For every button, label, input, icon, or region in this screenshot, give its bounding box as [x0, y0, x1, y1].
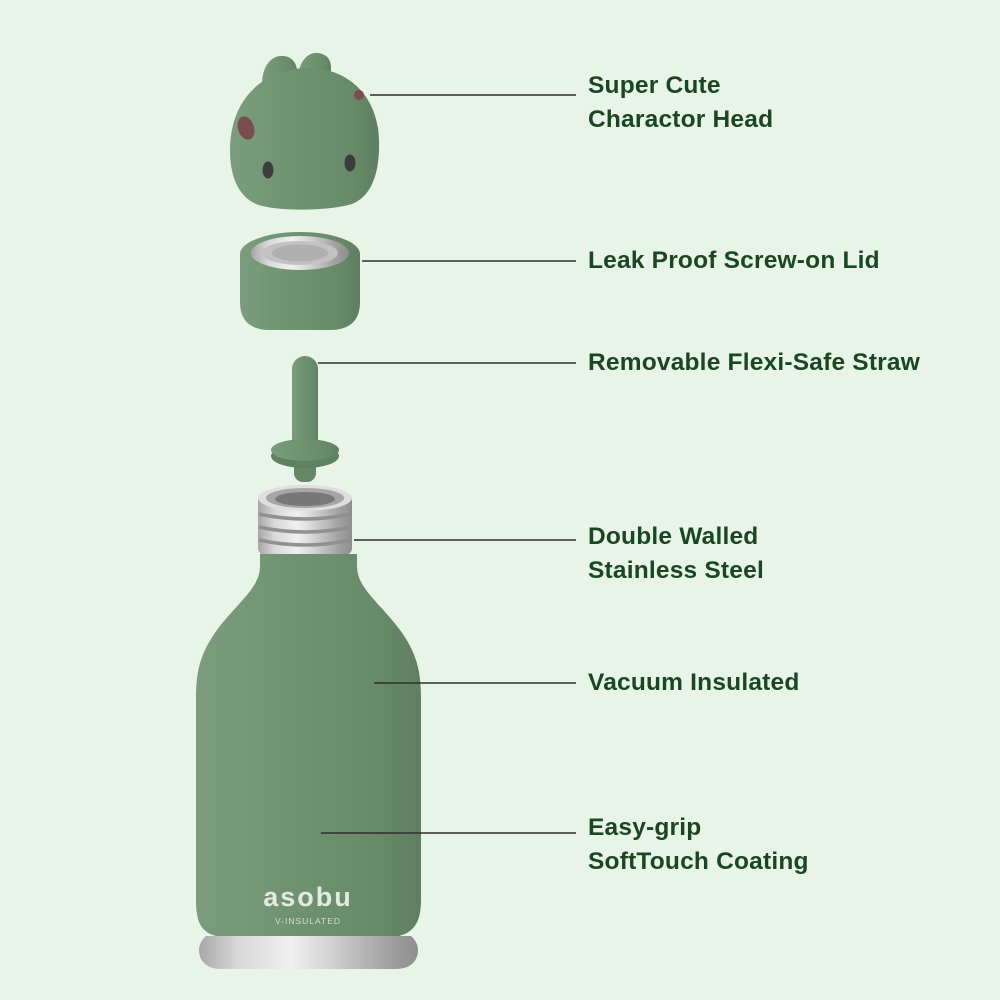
callout-line: SoftTouch Coating: [588, 848, 809, 875]
bottle-body: asobu V-INSULATED: [196, 554, 421, 969]
callout-line: Super Cute: [588, 72, 721, 99]
callout-line: Easy-grip: [588, 814, 702, 841]
callout-easy-grip: Easy-grip SoftTouch Coating: [588, 811, 809, 879]
dino-head-cap: [230, 52, 380, 210]
bottle-neck-threads: [258, 485, 352, 560]
callout-line: Charactor Head: [588, 106, 774, 133]
callout-straw: Removable Flexi-Safe Straw: [588, 346, 920, 380]
thread-ridge-2: [258, 525, 352, 534]
thread-ridge-1: [258, 512, 352, 521]
leader-lines: [318, 94, 576, 834]
callout-line: Vacuum Insulated: [588, 669, 800, 696]
thread-ridge-3: [258, 538, 352, 547]
bottle-body-shape: [196, 554, 421, 936]
bottle-steel-base: [199, 936, 418, 969]
callout-line: Removable Flexi-Safe Straw: [588, 349, 920, 376]
straw-flange-top: [271, 439, 339, 461]
dino-head-shape: [230, 67, 380, 210]
callout-vacuum-insulated: Vacuum Insulated: [588, 666, 800, 700]
flexi-straw: [271, 356, 339, 482]
brand-logo: asobu: [263, 882, 353, 912]
screw-on-lid: [240, 232, 360, 330]
callout-line: Stainless Steel: [588, 557, 764, 584]
callout-line: Leak Proof Screw-on Lid: [588, 247, 880, 274]
dino-eye-right: [344, 154, 356, 172]
neck-opening-hole: [275, 492, 335, 506]
dino-cheek-spot: [237, 116, 255, 140]
brand-logo-subtext: V-INSULATED: [275, 916, 341, 926]
callout-screw-lid: Leak Proof Screw-on Lid: [588, 244, 880, 278]
dino-head-spot: [354, 90, 364, 100]
callout-line: Double Walled: [588, 523, 759, 550]
dino-eye-left: [262, 161, 274, 179]
callout-character-head: Super Cute Charactor Head: [588, 69, 773, 137]
straw-tube: [292, 356, 318, 452]
callout-double-walled: Double Walled Stainless Steel: [588, 520, 764, 588]
lid-steel-center: [272, 244, 328, 262]
